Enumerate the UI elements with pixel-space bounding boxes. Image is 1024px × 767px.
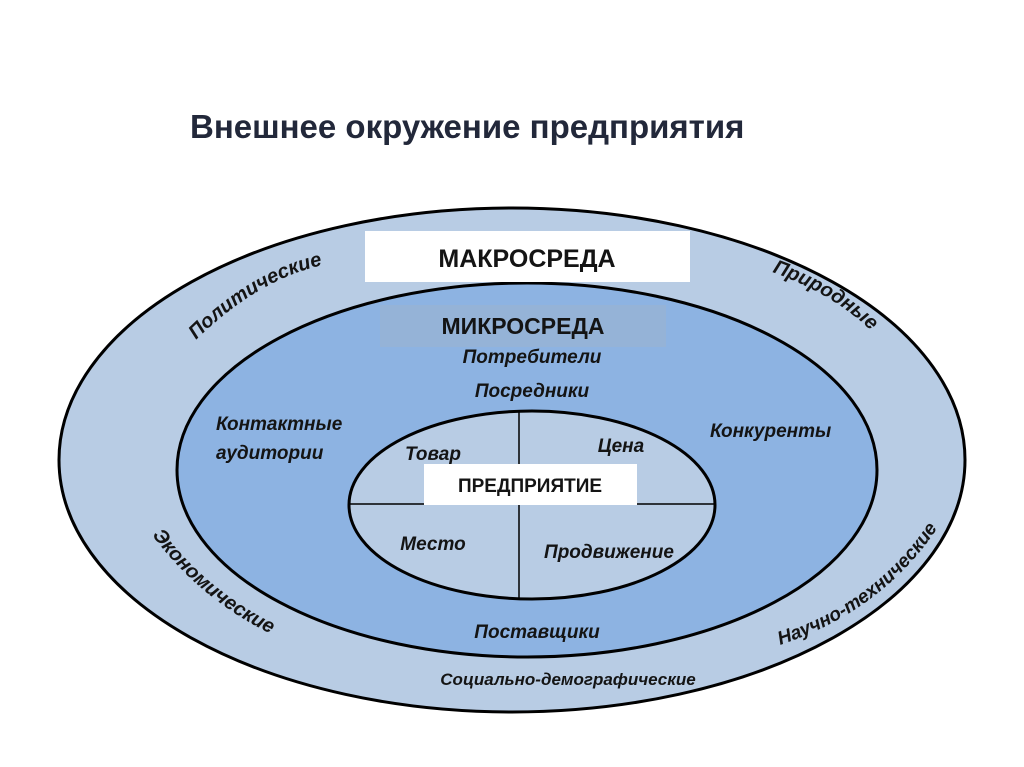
mix-price: Цена	[598, 436, 645, 457]
macro-factor-social: Социально-демографические	[440, 670, 695, 689]
mix-promotion: Продвижение	[544, 542, 674, 563]
micro-actor-consumers: Потребители	[463, 347, 602, 368]
micro-header-box	[380, 305, 666, 347]
micro-actor-contact-audiences-line1: Контактные	[216, 414, 343, 435]
page-title: Внешнее окружение предприятия	[190, 108, 745, 145]
enterprise-header-box	[424, 464, 637, 505]
macro-header-box	[365, 231, 690, 282]
micro-actor-intermediaries: Посредники	[475, 381, 590, 402]
macro-header: МАКРОСРЕДА	[438, 245, 615, 273]
mix-place: Место	[400, 534, 465, 555]
enterprise-header: ПРЕДПРИЯТИЕ	[458, 476, 602, 497]
micro-actor-suppliers: Поставщики	[474, 622, 600, 643]
micro-header: МИКРОСРЕДА	[442, 313, 605, 339]
mix-product: Товар	[405, 444, 461, 465]
micro-actor-competitors: Конкуренты	[710, 421, 831, 442]
micro-actor-contact-audiences-line2: аудитории	[216, 443, 324, 464]
